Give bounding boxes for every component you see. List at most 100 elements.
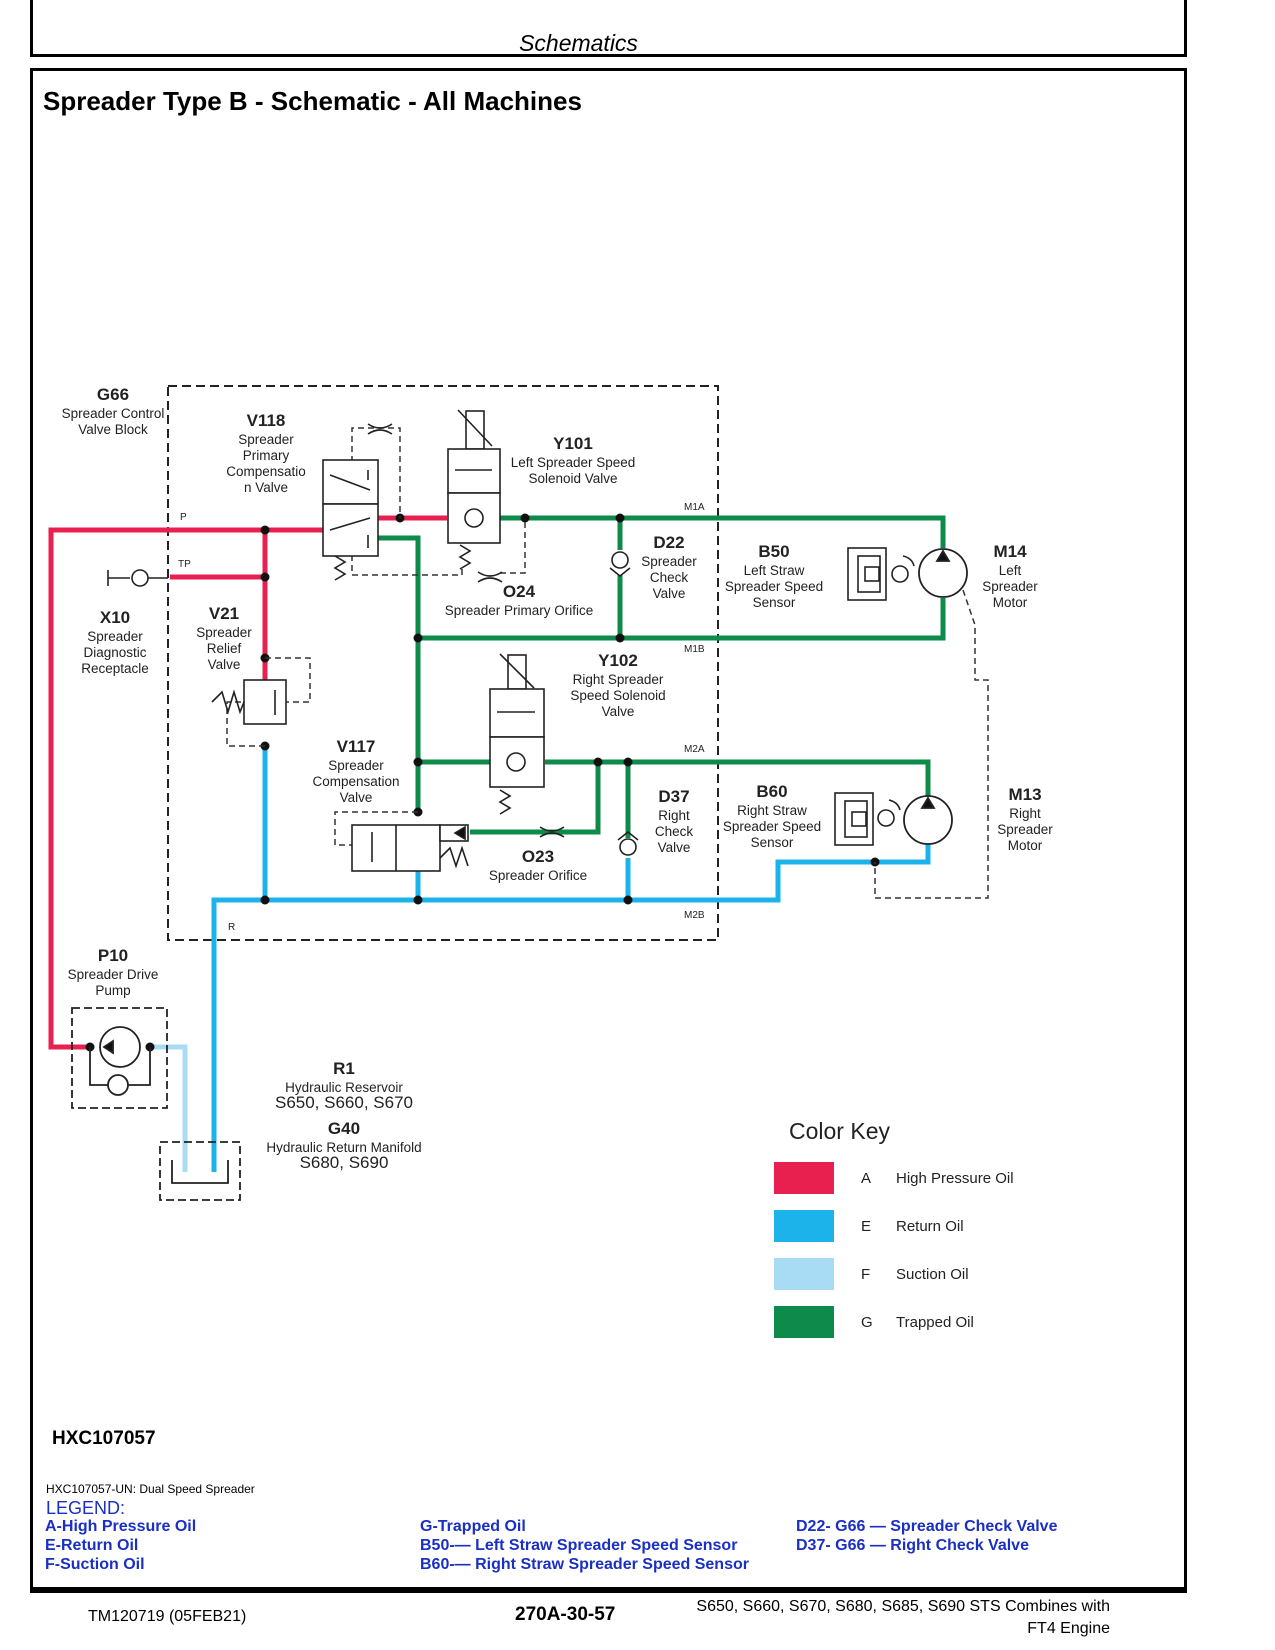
legend-item: F-Suction Oil [45,1556,145,1573]
component-desc-m13: Right [1009,806,1041,821]
component-id-x10: X10 [100,608,130,627]
section-header: Schematics [519,30,638,56]
component-desc-o23: Spreader Orifice [489,868,587,883]
component-id-v117: V117 [337,737,376,756]
y102-valve-symbol [489,653,545,815]
component-desc-g66: Valve Block [78,422,148,437]
component-desc-g40: Hydraulic Return Manifold [266,1140,421,1155]
v117-valve-symbol [351,824,469,872]
port-m2b: M2B [684,910,705,921]
return-lines [211,746,931,1172]
component-desc-b50: Left Straw [744,563,805,578]
p10-pump-symbol [71,1007,168,1109]
component-desc-x10: Receptacle [81,661,149,676]
y101-valve-symbol [447,409,501,570]
port-labels: P TP R M1A M1B M2A M2B [178,502,705,933]
component-desc-r1: Hydraulic Reservoir [285,1080,403,1095]
component-id-o23: O23 [522,847,554,866]
g66-block-boundary [167,385,719,941]
r1-reservoir-symbol [159,1141,241,1201]
legend-col-2: G-Trapped Oil B50-— Left Straw Spreader … [420,1517,749,1574]
component-desc-y102: Right Spreader [573,672,664,687]
figure-id: HXC107057 [52,1428,156,1449]
component-id-b50: B50 [758,542,789,561]
component-desc-d22: Valve [653,586,686,601]
high-pressure-lines [48,515,447,1050]
component-desc-v118: Compensatio [226,464,306,479]
component-desc-m14: Motor [993,595,1028,610]
footer-page-number: 270A-30-57 [515,1604,616,1625]
legend-item: B50-— Left Straw Spreader Speed Sensor [420,1537,738,1554]
component-id-g66: G66 [97,385,129,404]
color-key-swatch [774,1210,834,1242]
v21-valve-symbol [211,679,287,725]
motor-symbols [903,548,968,845]
page-frame [30,68,1187,1590]
legend-item: D37- G66 — Right Check Valve [796,1537,1029,1554]
component-id-m14: M14 [993,542,1027,561]
component-desc-m14: Left [999,563,1022,578]
port-r: R [228,922,235,933]
component-desc-b50: Sensor [753,595,796,610]
component-desc-v118: Spreader [238,432,294,447]
component-desc-b50: Spreader Speed [725,579,823,594]
component-desc-y101: Left Spreader Speed [511,455,636,470]
component-id-d37: D37 [658,787,689,806]
component-desc-v118: Primary [243,448,290,463]
port-p: P [180,512,187,523]
component-id-v21: V21 [209,604,239,623]
color-key-code: G [861,1314,873,1331]
color-key-swatch [774,1306,834,1338]
color-key-swatch [774,1162,834,1194]
component-desc-v117: Compensation [312,774,399,789]
legend-item: G-Trapped Oil [420,1518,526,1535]
component-id-v118: V118 [247,411,286,430]
port-m1a: M1A [684,502,705,513]
component-desc-b60: Right Straw [737,803,807,818]
legend-item: B60-— Right Straw Spreader Speed Sensor [420,1556,749,1573]
component-desc-v21: Relief [207,641,242,656]
component-desc-v117: Spreader [328,758,384,773]
component-id-m13: M13 [1008,785,1041,804]
component-desc-b60: Spreader Speed [723,819,821,834]
component-id-y101: Y101 [553,434,593,453]
color-key-label: Return Oil [896,1218,964,1235]
x10-receptacle-symbol [107,569,168,587]
component-desc-y101: Solenoid Valve [528,471,617,486]
pilot-lines [226,427,989,899]
component-id-p10: P10 [98,946,128,965]
header-frame [30,0,1187,57]
suction-lines [150,1044,188,1172]
component-id-b60: B60 [756,782,787,801]
component-desc-d37: Right [658,808,690,823]
color-key-code: E [861,1218,871,1235]
color-key-code: A [861,1170,871,1187]
port-tp: TP [178,559,191,570]
legend-title: LEGEND: [46,1498,126,1518]
component-desc-g40: S680, S690 [300,1153,389,1172]
footer-models: S650, S660, S670, S680, S685, S690 STS C… [696,1596,1110,1640]
component-desc-d22: Spreader [641,554,697,569]
component-desc-g66: Spreader Control [62,406,165,421]
component-id-y102: Y102 [598,651,638,670]
component-id-g40: G40 [328,1119,360,1138]
component-desc-x10: Spreader [87,629,143,644]
check-valve-symbols [609,551,639,856]
line-junctions [85,513,880,1052]
component-desc-x10: Diagnostic [83,645,146,660]
component-id-r1: R1 [333,1059,355,1078]
color-key-title: Color Key [789,1118,890,1144]
component-desc-m13: Motor [1008,838,1043,853]
component-desc-o24: Spreader Primary Orifice [445,603,594,618]
footer-models-line2: FT4 Engine [1027,1620,1110,1637]
component-desc-b60: Sensor [751,835,794,850]
component-id-o24: O24 [503,582,536,601]
footer-doc-id: TM120719 (05FEB21) [88,1608,247,1625]
component-desc-r1: S650, S660, S670 [275,1093,413,1112]
speed-sensor-symbols [834,547,915,846]
trapped-oil-lines [378,515,946,838]
page-title: Spreader Type B - Schematic - All Machin… [43,86,582,116]
port-m1b: M1B [684,644,705,655]
legend-item: E-Return Oil [45,1537,139,1554]
